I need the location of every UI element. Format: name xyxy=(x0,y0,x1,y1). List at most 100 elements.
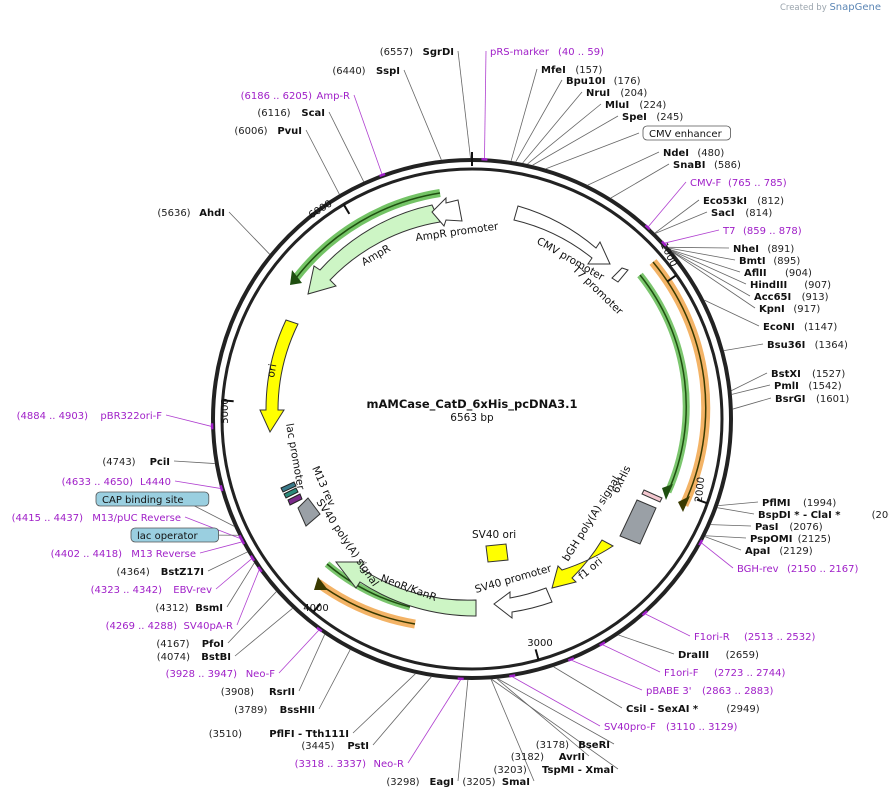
callout-eco53ki[interactable]: (812)Eco53kI xyxy=(703,196,784,207)
callout-pmli[interactable]: (1542)PmlI xyxy=(774,381,842,392)
leader-line xyxy=(510,68,538,162)
callout-f1ori-r[interactable]: (2513 .. 2532)F1ori-R xyxy=(694,632,816,643)
callout-t7[interactable]: (859 .. 878)T7 xyxy=(722,226,802,237)
callout-hindiii[interactable]: (907)HindIII xyxy=(750,280,831,291)
site-position: (4074) xyxy=(157,652,190,663)
callout-ndei[interactable]: (480)NdeI xyxy=(663,148,724,159)
callout-m13-reverse[interactable]: (4402 .. 4418)M13 Reverse xyxy=(51,549,196,560)
callout-nhei[interactable]: (891)NheI xyxy=(733,244,794,255)
callout-bsmi[interactable]: (4312)BsmI xyxy=(155,603,223,614)
callout-pflfi-tth111i[interactable]: (3510)PflFI - Tth111I xyxy=(209,729,349,740)
callout-lac-operator[interactable]: lac operator xyxy=(130,527,219,543)
callout-rsrii[interactable]: (3908)RsrII xyxy=(221,687,295,698)
callout-sv40pa-r[interactable]: (4269 .. 4288)SV40pA-R xyxy=(106,621,233,632)
feature-cap-site xyxy=(283,487,299,499)
callout-csii-sexai[interactable]: (2949)CsiI - SexAI * xyxy=(626,704,760,715)
callout-cap-binding-site[interactable]: CAP binding site xyxy=(95,491,210,507)
callout-mfei[interactable]: (157)MfeI xyxy=(541,65,602,76)
leader-line xyxy=(672,251,756,309)
leader-line xyxy=(648,181,687,227)
leader-line xyxy=(490,679,535,782)
callout-bstxi[interactable]: (1527)BstXI xyxy=(771,369,845,380)
callout-spei[interactable]: (245)SpeI xyxy=(622,112,683,123)
site-position: (2129) xyxy=(779,546,812,557)
callout-sv40pro-f[interactable]: (3110 .. 3129)SV40pro-F xyxy=(604,722,738,733)
callout-pasi[interactable]: (2076)PasI xyxy=(755,522,823,533)
callout-saci[interactable]: (814)SacI xyxy=(711,208,772,219)
callout-bstz17i[interactable]: (4364)BstZ17I xyxy=(117,567,204,578)
primer-marker xyxy=(599,641,606,647)
callout-cmv-f[interactable]: (765 .. 785)CMV-F xyxy=(690,178,787,189)
callout-draiii[interactable]: (2659)DraIII xyxy=(678,650,759,661)
site-position: (4312) xyxy=(155,603,188,614)
callout-neo-f[interactable]: (3928 .. 3947)Neo-F xyxy=(166,669,276,680)
site-position: (6006) xyxy=(234,126,267,137)
callout-pbabe-3[interactable]: (2863 .. 2883)pBABE 3' xyxy=(646,686,774,697)
leader-line xyxy=(496,678,590,757)
site-position: (157) xyxy=(575,65,602,76)
callout-eagi[interactable]: (3298)EagI xyxy=(386,777,454,788)
callout-bmti[interactable]: (895)BmtI xyxy=(739,256,800,267)
site-name: TspMI - XmaI xyxy=(542,765,614,776)
callout-tspmi-xmai[interactable]: (3203)TspMI - XmaI xyxy=(494,765,614,776)
callout-mlui[interactable]: (224)MluI xyxy=(605,100,666,111)
site-name: PmlI xyxy=(774,381,799,392)
leader-line xyxy=(718,501,759,506)
callout-ahdi[interactable]: (5636)AhdI xyxy=(157,208,225,219)
callout-bspdi-clai[interactable]: (2003)BspDI * - ClaI * xyxy=(758,510,889,521)
callout-avrii[interactable]: (3182)AvrII xyxy=(511,752,585,763)
callout-neo-r[interactable]: (3318 .. 3337)Neo-R xyxy=(295,759,404,770)
site-name: EagI xyxy=(430,777,454,788)
callout-econi[interactable]: (1147)EcoNI xyxy=(763,322,837,333)
callout-pspomi[interactable]: (2125)PspOMI xyxy=(750,534,831,545)
callout-psti[interactable]: (3445)PstI xyxy=(301,741,369,752)
callout-l4440[interactable]: (4633 .. 4650)L4440 xyxy=(62,477,171,488)
callout-bseri[interactable]: (3178)BseRI xyxy=(536,740,610,751)
feature-label-text: CMV enhancer xyxy=(649,129,723,140)
callout-snabi[interactable]: (586)SnaBI xyxy=(673,160,741,171)
callout-cmv-enhancer[interactable]: CMV enhancer xyxy=(642,125,731,141)
callout-pflmi[interactable]: (1994)PflMI xyxy=(762,498,836,509)
callout-bsu36i[interactable]: (1364)Bsu36I xyxy=(767,340,848,351)
callout-bsshii[interactable]: (3789)BssHII xyxy=(234,705,315,716)
callout-aflii[interactable]: (904)AflII xyxy=(744,268,812,279)
callout-kpni[interactable]: (917)KpnI xyxy=(759,304,820,315)
callout-bsrgi[interactable]: (1601)BsrGI xyxy=(775,394,849,405)
callout-pbr322ori-f[interactable]: (4884 .. 4903)pBR322ori-F xyxy=(17,411,163,422)
callout-bpu10i[interactable]: (176)Bpu10I xyxy=(566,76,641,87)
callout-pfoi[interactable]: (4167)PfoI xyxy=(156,639,224,650)
site-name: SgrDI xyxy=(423,47,454,58)
leader-line xyxy=(671,251,751,297)
callout-sspi[interactable]: (6440)SspI xyxy=(332,66,400,77)
callout-amp-r[interactable]: (6186 .. 6205)Amp-R xyxy=(241,91,350,102)
site-name: BmtI xyxy=(739,256,766,267)
callout-bstbi[interactable]: (4074)BstBI xyxy=(157,652,231,663)
callout-pcii[interactable]: (4743)PciI xyxy=(102,457,170,468)
callout-scai[interactable]: (6116)ScaI xyxy=(257,108,325,119)
callout-pvui[interactable]: (6006)PvuI xyxy=(234,126,302,137)
callout-prs-marker[interactable]: (40 .. 59)pRS-marker xyxy=(490,47,604,58)
primer-name: T7 xyxy=(722,226,735,237)
callout-acc65i[interactable]: (913)Acc65I xyxy=(754,292,829,303)
callout-m13-puc-reverse[interactable]: (4415 .. 4437)M13/pUC Reverse xyxy=(12,513,181,524)
callout-sgrdi[interactable]: (6557)SgrDI xyxy=(380,47,454,58)
leader-line xyxy=(407,679,461,764)
primer-name: pBABE 3' xyxy=(646,686,692,697)
primer-marker xyxy=(257,566,263,573)
site-position: (2949) xyxy=(726,704,759,715)
site-position: (4884 .. 4903) xyxy=(17,411,89,422)
callout-smai[interactable]: (3205)SmaI xyxy=(462,777,530,788)
leader-line xyxy=(328,111,365,182)
callout-ebv-rev[interactable]: (4323 .. 4342)EBV-rev xyxy=(91,585,212,596)
leader-line xyxy=(173,460,215,464)
callout-nrui[interactable]: (204)NruI xyxy=(586,88,647,99)
leader-line xyxy=(571,659,643,691)
primer-marker xyxy=(219,484,224,492)
highlight-neo-green-core xyxy=(326,563,411,608)
callout-f1ori-f[interactable]: (2723 .. 2744)F1ori-F xyxy=(664,668,786,679)
callout-apai[interactable]: (2129)ApaI xyxy=(745,546,813,557)
features-layer xyxy=(259,189,711,629)
site-position: (480) xyxy=(697,148,724,159)
callout-bgh-rev[interactable]: (2150 .. 2167)BGH-rev xyxy=(737,564,859,575)
site-position: (4323 .. 4342) xyxy=(91,585,163,596)
